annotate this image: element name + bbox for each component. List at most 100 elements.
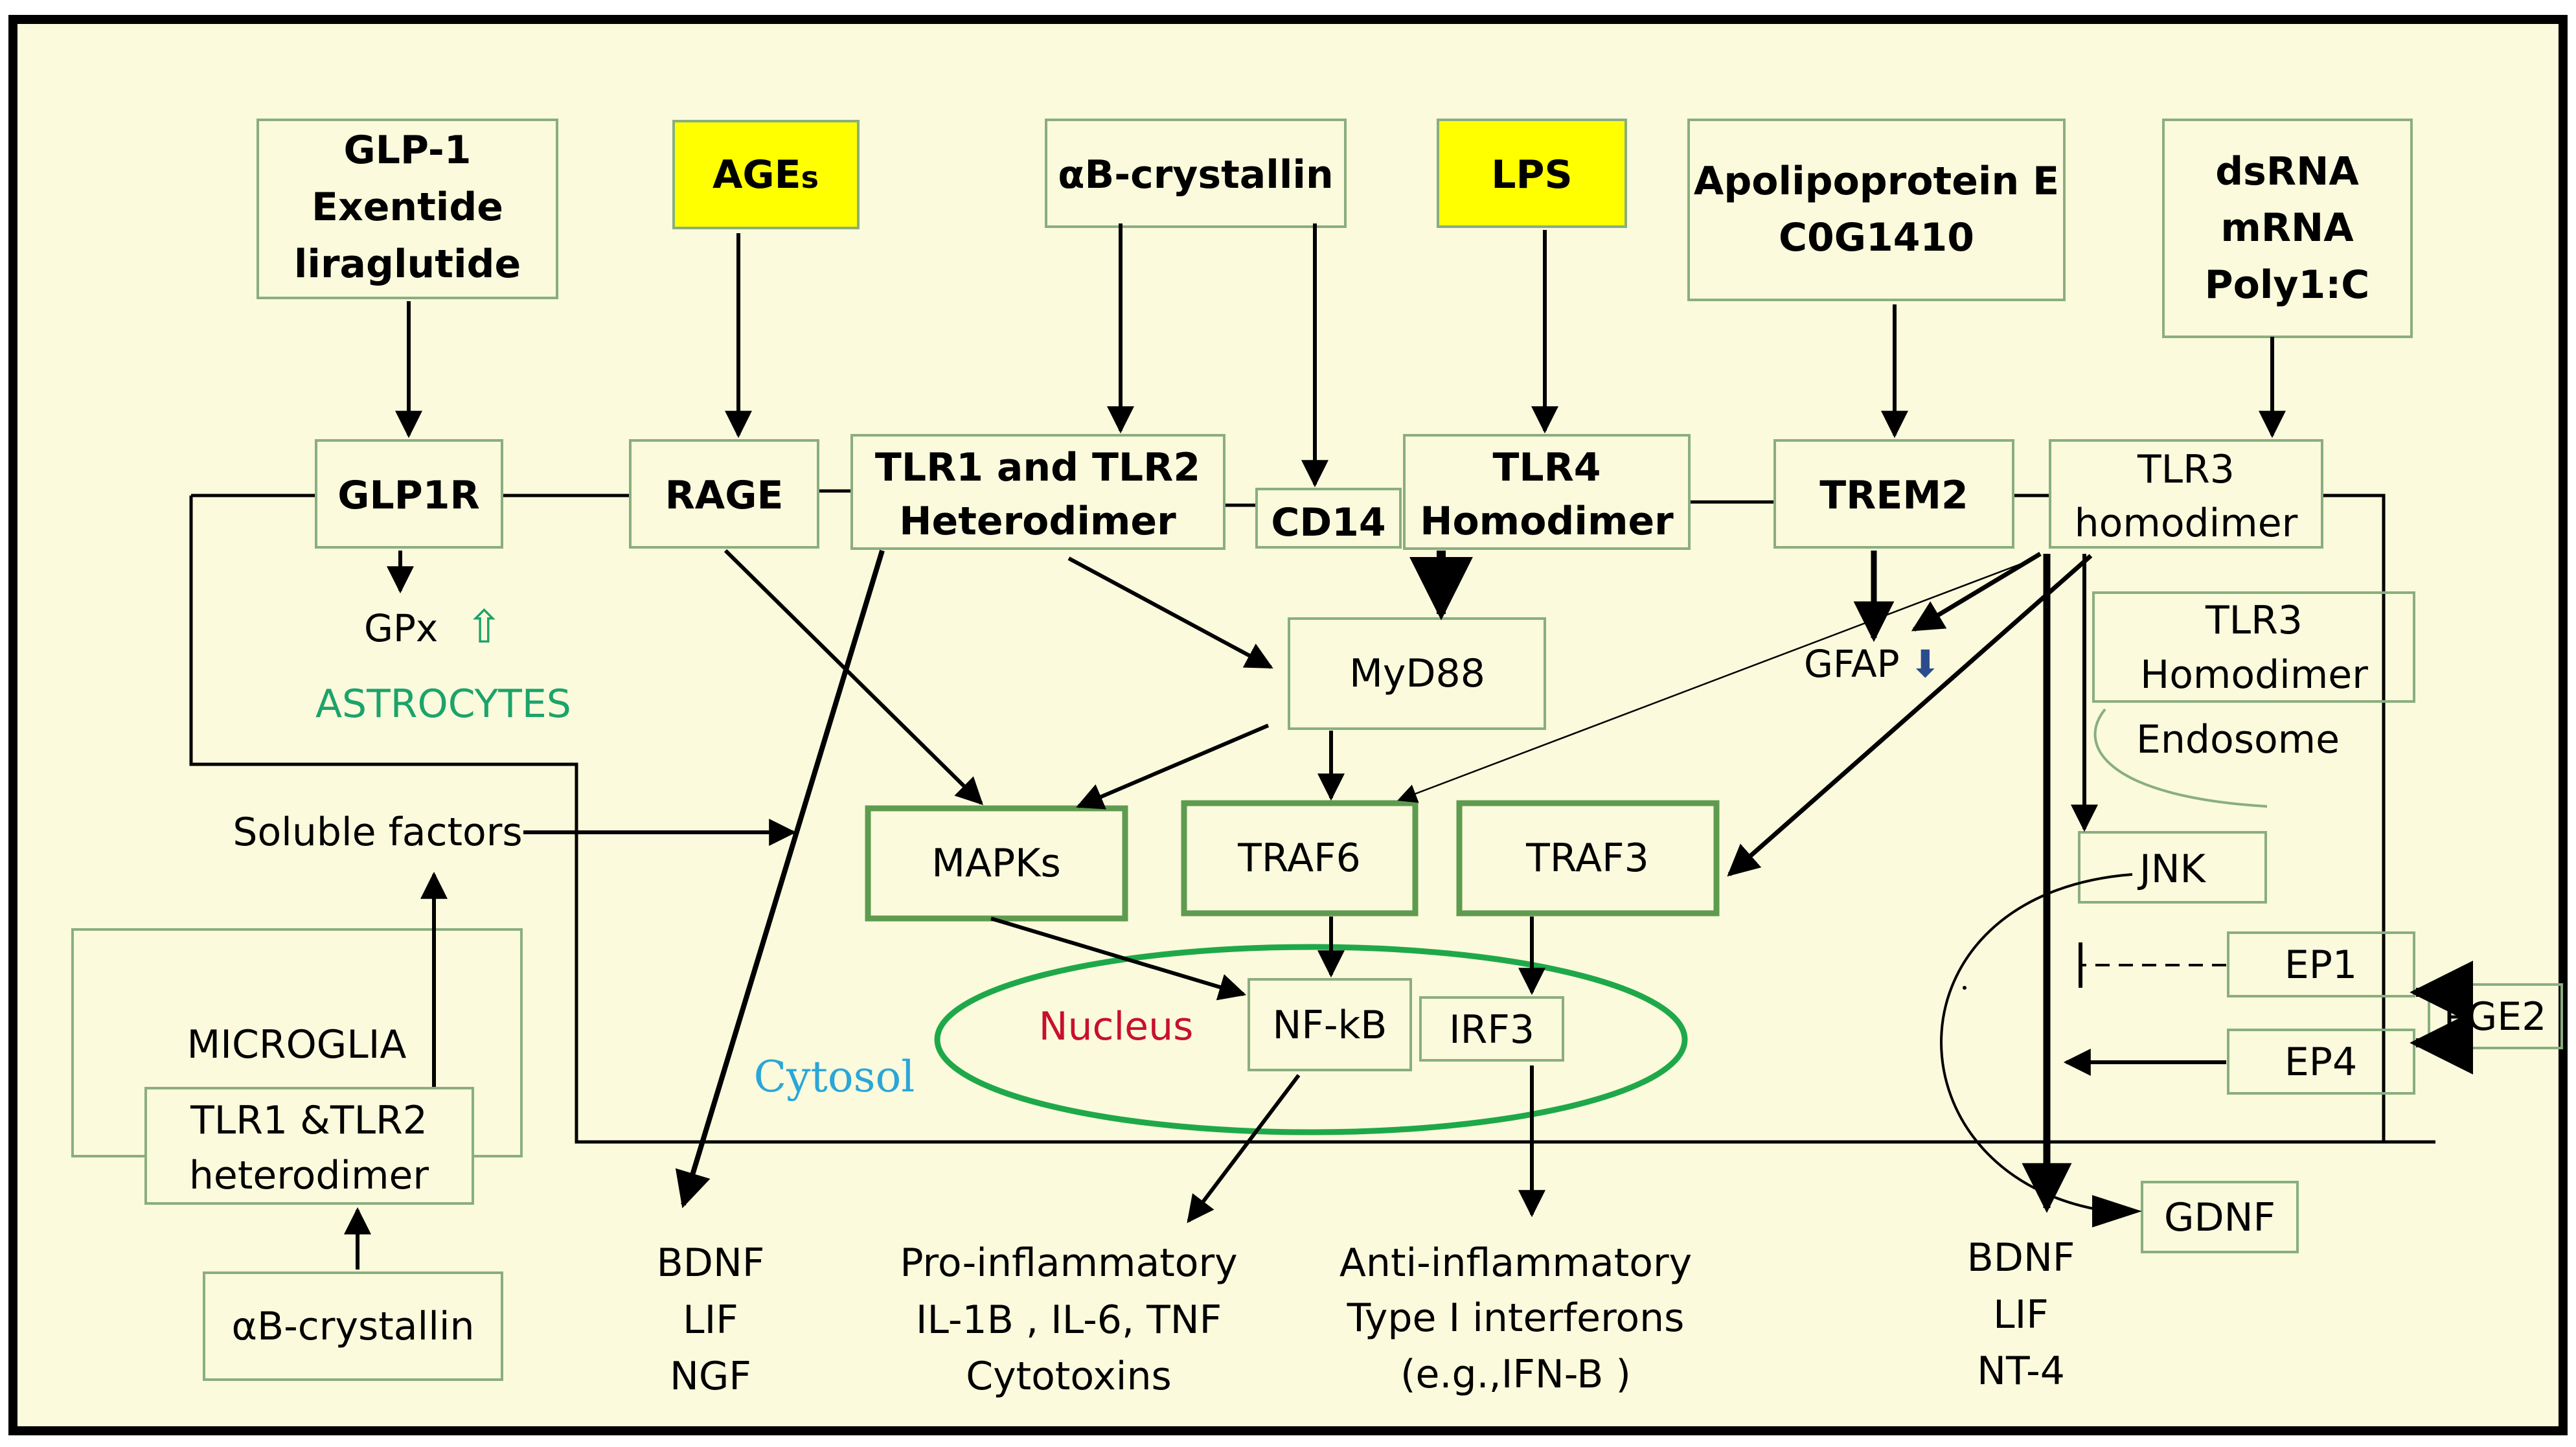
- arrow-tlr3-gfap: [1911, 551, 2042, 632]
- microglia-tlr12-box: [144, 1087, 474, 1205]
- apoe-line1: Apolipoprotein E: [1694, 159, 2059, 204]
- arrow-tlr12-myd88: [1067, 556, 1273, 669]
- dsrna-line3: Poly1:C: [2205, 262, 2370, 308]
- ages-sub: s: [801, 160, 819, 195]
- nucleus-ring: [934, 944, 1688, 1135]
- ab-crystallin-top-label: αB-crystallin: [1058, 152, 1333, 198]
- dsrna-box: [2162, 119, 2413, 338]
- ab-crystallin-top-box: [1045, 119, 1347, 228]
- neuro1-line1: BDNF: [657, 1240, 765, 1286]
- neuro1-line2: LIF: [683, 1297, 738, 1343]
- tlr4-line2: Homodimer: [1420, 499, 1674, 544]
- membrane-lines: [189, 489, 2435, 1144]
- cd14-box: [1255, 488, 1402, 549]
- tlr12-line2: Heterodimer: [899, 499, 1176, 544]
- trem2-label: TREM2: [1819, 473, 1968, 518]
- neuro2-line3: NT-4: [1977, 1349, 2065, 1394]
- neuro1-line3: NGF: [670, 1354, 751, 1399]
- glp1-line1: GLP-1: [343, 128, 471, 173]
- gpx-up-arrow: ⇧: [465, 600, 503, 654]
- microglia-tlr12-line1: TLR1 &TLR2: [190, 1098, 427, 1143]
- tlr12-line1: TLR1 and TLR2: [875, 445, 1200, 490]
- trem2-box: [1773, 439, 2014, 549]
- nfkb-label: NF-kB: [1273, 1003, 1387, 1048]
- tlr4-box: [1403, 434, 1691, 550]
- lps-label: LPS: [1491, 152, 1572, 198]
- arrow-mapks-nfkb: [990, 917, 1247, 1001]
- pathway-arrows: [344, 223, 2474, 1270]
- gdnf-label: GDNF: [2164, 1195, 2275, 1240]
- jnk-gdnf-arrowhead: [2092, 1195, 2142, 1227]
- traf6-label: TRAF6: [1237, 836, 1361, 881]
- antiinflam-line3: (e.g.,IFN-B ): [1400, 1352, 1631, 1397]
- microglia-ab-crystallin-label: αB-crystallin: [231, 1304, 474, 1349]
- microglia-ab-crystallin-box: [203, 1271, 503, 1381]
- arrow-rage-mapks: [724, 549, 983, 805]
- tlr3-endosome-line2: Homodimer: [2140, 652, 2368, 698]
- proinflam-line2: IL-1B , IL-6, TNF: [916, 1297, 1222, 1343]
- proinflam-line3: Cytotoxins: [966, 1354, 1172, 1399]
- tlr3-line2: homodimer: [2075, 501, 2298, 546]
- gfap-label: GFAP: [1804, 642, 1900, 686]
- jnk-box: [2078, 831, 2267, 904]
- microglia-label: MICROGLIA: [187, 1022, 407, 1067]
- neuro2-line1: BDNF: [1967, 1235, 2075, 1281]
- mapks-label: MAPKs: [931, 841, 1061, 886]
- lps-box: [1437, 119, 1627, 228]
- glp1-line3: liraglutide: [294, 242, 521, 287]
- nfkb-box: [1248, 978, 1412, 1071]
- ages-main: AGE: [712, 152, 801, 198]
- ep4-label: EP4: [2285, 1040, 2357, 1085]
- myd88-label: MyD88: [1349, 651, 1485, 696]
- traf6-box: [1181, 800, 1419, 917]
- dsrna-line2: mRNA: [2220, 205, 2354, 251]
- stray-dot: [1963, 986, 1966, 990]
- tlr3-endosome-line1: TLR3: [2205, 598, 2303, 643]
- dsrna-line1: dsRNA: [2215, 149, 2359, 194]
- soluble-factors-label: Soluble factors: [233, 810, 522, 855]
- arrow-tlr3-traf6: [1397, 559, 2031, 803]
- apoe-box: [1687, 119, 2066, 301]
- neuro2-line2: LIF: [1993, 1292, 2049, 1338]
- cytosol-label: Cytosol: [754, 1052, 915, 1102]
- jnk-label: JNK: [2137, 847, 2207, 892]
- astrocytes-label: ASTROCYTES: [315, 681, 571, 727]
- arrow-myd88-mapks: [1076, 724, 1270, 810]
- tlr4-line1: TLR4: [1492, 445, 1601, 490]
- cd14-label: CD14: [1271, 500, 1385, 545]
- traf3-label: TRAF3: [1525, 836, 1649, 881]
- glp1-line2: Exentide: [312, 185, 503, 230]
- traf3-box: [1456, 800, 1720, 917]
- glp1r-box: [315, 439, 503, 549]
- tlr3-box: [2049, 439, 2323, 549]
- glp1-box: [256, 119, 558, 299]
- endosome-membrane: [2093, 708, 2268, 808]
- irf3-label: IRF3: [1449, 1007, 1534, 1053]
- apoe-line2: C0G1410: [1779, 215, 1974, 260]
- irf3-box: [1419, 996, 1564, 1062]
- pge2-label: PGE2: [2444, 994, 2547, 1040]
- arrow-tlr12-neuro1: [675, 549, 885, 1209]
- antiinflam-line1: Anti-inflammatory: [1339, 1240, 1692, 1286]
- gpx-label: GPx: [364, 606, 438, 650]
- arrow-tlr3-traf3: [1727, 554, 2093, 877]
- tlr3-line1: TLR3: [2137, 447, 2235, 492]
- glp1r-label: GLP1R: [337, 473, 479, 518]
- tlr3-endosome-box: [2092, 591, 2415, 703]
- microglia-tlr12-line2: heterodimer: [189, 1153, 429, 1198]
- rage-label: RAGE: [665, 473, 784, 518]
- endosome-label: Endosome: [2136, 717, 2340, 762]
- ages-label: AGEs: [712, 152, 819, 198]
- proinflam-line1: Pro-inflammatory: [900, 1240, 1237, 1286]
- arrow-nfkb-proinflam: [1187, 1074, 1301, 1224]
- gdnf-box: [2141, 1181, 2299, 1253]
- rage-box: [629, 439, 819, 549]
- tlr12-box: [850, 434, 1225, 550]
- gfap-down-arrow: ⬇: [1909, 642, 1941, 686]
- ep1-label: EP1: [2285, 942, 2357, 988]
- antiinflam-line2: Type I interferons: [1347, 1295, 1685, 1341]
- nucleus-label: Nucleus: [1039, 1004, 1194, 1049]
- jnk-gdnf-curve: [1940, 873, 2133, 1213]
